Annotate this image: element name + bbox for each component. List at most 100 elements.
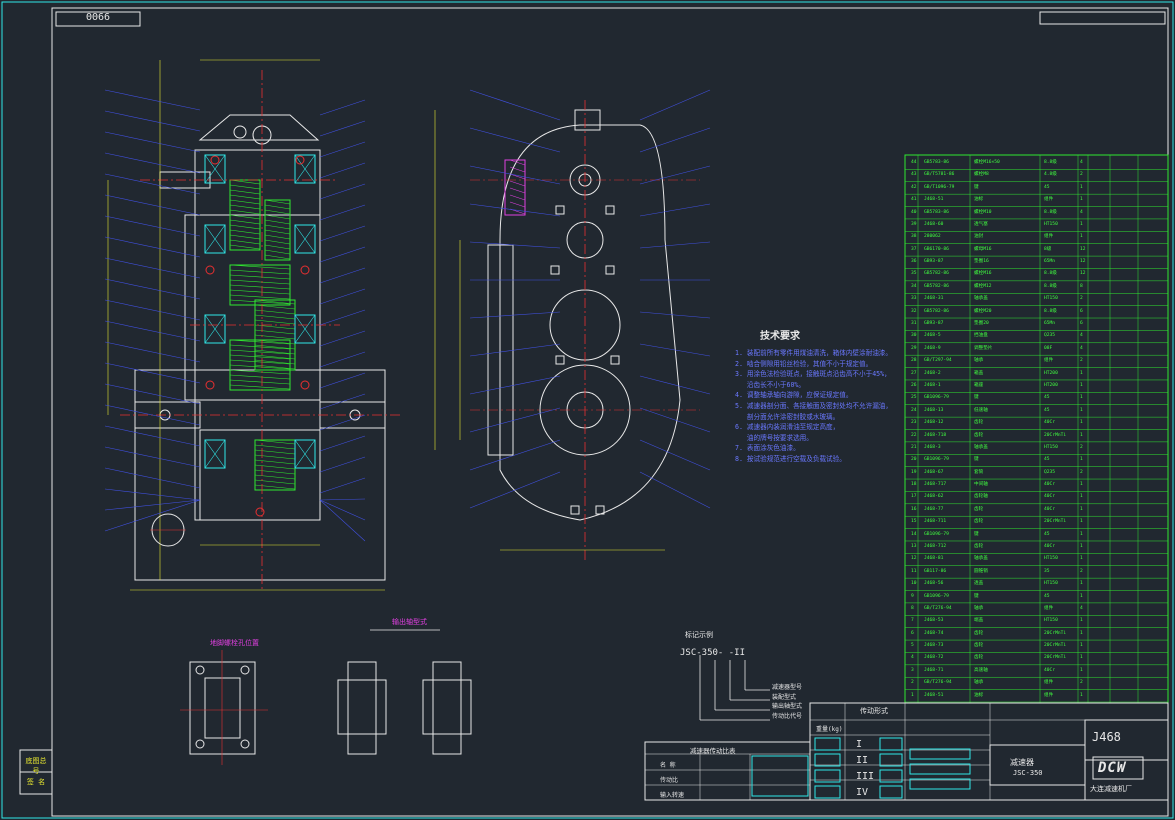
gear-hatch [229,364,291,370]
gear-hatch [254,449,296,455]
gear-hatch [229,234,261,240]
gear-hatch [254,439,296,445]
leader-left-17 [104,446,201,468]
leader-left-0 [104,89,201,111]
side-leader-r-10 [639,439,711,471]
oil-gauge-hatch [509,180,526,187]
side-leader-l-3 [469,203,561,217]
leader-right-1 [319,120,366,137]
shaft-view-1 [347,661,377,755]
bolt-5 [300,380,310,390]
title-block-outer [809,702,1169,801]
gear-hatch [254,349,296,355]
logo-box [1092,756,1144,780]
output-shaft-left [134,401,201,429]
gear-hatch [229,274,291,280]
side-leader-r-1 [639,127,711,153]
gear-hatch [229,214,261,220]
gear-hatch [229,189,261,195]
bearing-4 [204,439,226,469]
drive-ratio-table [644,741,811,801]
side-housing-outline [499,124,681,521]
bearing-cross [294,314,316,344]
gear-hatch [254,484,296,490]
side-bolt-1 [605,205,615,215]
sheet-inner-border [51,7,1169,817]
side-leader-l-2 [469,165,561,185]
title-signature-0 [909,748,971,760]
gear-hatch [264,209,291,215]
gear-hatch [229,264,291,270]
lower-housing [199,429,321,521]
gear-hatch [264,224,291,230]
side-leader-l-11 [469,471,561,509]
title-product-box [989,744,1086,786]
leader-right-19 [319,498,366,501]
leader-right-21 [319,499,366,542]
gear-hatch [229,369,291,375]
leader-right-17 [319,456,366,473]
gear-hatch [264,214,291,220]
lug-hole [233,125,247,139]
leader-left-14 [104,383,201,405]
config-icon-0 [814,737,841,751]
gear-hatch [229,194,261,200]
bearing-0 [204,224,226,254]
oil-gauge-hatch [509,194,526,201]
side-leader-r-8 [639,375,711,395]
gear-hatch [229,379,291,385]
gear-hatch [229,384,291,390]
leader-right-5 [319,204,366,221]
bearing-7 [294,154,316,184]
gear-hatch [229,354,291,360]
gear-hatch [229,184,261,190]
footprint-view [189,661,256,755]
bearing-cross [294,154,316,184]
gear-hatch [254,474,296,480]
gear-hatch [229,219,261,225]
side-leader-r-0 [639,89,711,121]
gear-section-5 [254,439,296,491]
output-shaft-right [319,401,386,429]
gear-hatch [254,334,296,340]
gear-hatch [229,279,291,285]
gear-hatch [264,204,291,210]
bearing-cross [294,439,316,469]
gear-hatch [254,309,296,315]
gear-hatch [229,199,261,205]
leader-right-11 [319,330,366,347]
gear-hatch [229,374,291,380]
leader-right-12 [319,351,366,368]
gear-hatch [229,269,291,275]
gear-hatch [264,199,291,205]
gear-hatch [254,314,296,320]
shaft-view-2-body [422,679,472,735]
config-icon-1 [814,753,841,767]
bolt-1 [295,155,305,165]
bearing-cross [204,154,226,184]
leader-left-7 [104,236,201,258]
bolt-3 [300,265,310,275]
leader-left-16 [104,425,201,447]
bolt-2 [205,265,215,275]
leader-right-16 [319,435,366,452]
side-leader-r-6 [639,311,711,319]
gear-hatch [264,219,291,225]
leader-left-15 [104,404,201,426]
gear-hatch [254,464,296,470]
gear-hatch [254,454,296,460]
gear-hatch [254,459,296,465]
side-leader-r-2 [639,165,711,185]
footprint-hole-1 [240,665,250,675]
gear-hatch [264,244,291,250]
gear-hatch [264,239,291,245]
bolt-4 [205,380,215,390]
gear-hatch [254,324,296,330]
leader-right-3 [319,162,366,179]
side-lifting-lug [574,109,601,131]
leader-left-11 [104,320,201,342]
leader-left-20 [104,499,201,511]
side-leader-l-0 [469,89,561,121]
gear-hatch [229,294,291,300]
bolt-0 [210,155,220,165]
